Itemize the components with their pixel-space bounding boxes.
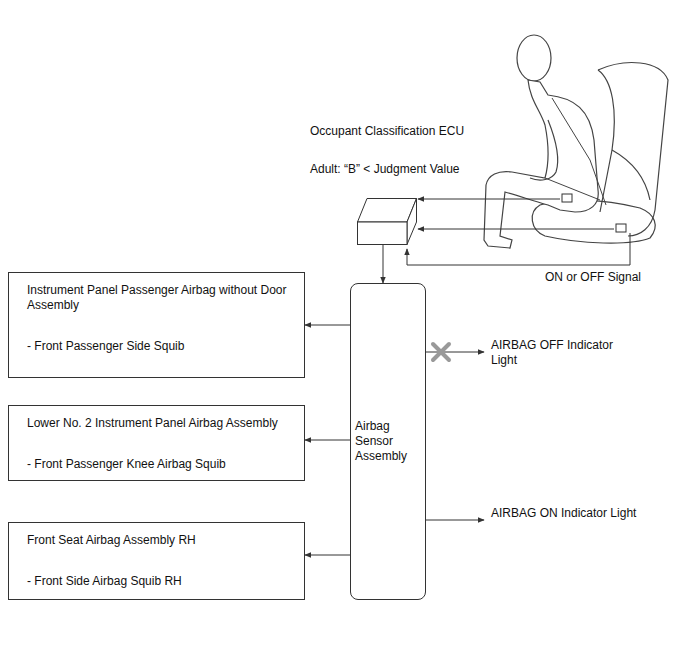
airbag-box: Lower No. 2 Instrument Panel Airbag Asse… [8,405,305,481]
node-heading: Occupant Classification ECU [310,124,464,139]
indicator-label: AIRBAG OFF Indicator Light [490,338,642,368]
indicator-wire [425,520,484,521]
node-heading: Front Seat Airbag Assembly RH [27,533,292,548]
connector-arrow [383,245,384,283]
node-detail: - Front Passenger Knee Airbag Squib [27,457,292,472]
node-heading: Instrument Panel Passenger Airbag withou… [27,283,292,313]
seat-sensor [616,224,626,232]
node-heading: Airbag Sensor Assembly [355,419,421,464]
airbag-box: Front Seat Airbag Assembly RH - Front Sid… [8,522,305,600]
indicator-wire [425,352,484,353]
signal-wire [407,233,630,265]
connector-arrow [305,325,350,326]
ecu-outline [357,198,417,245]
airbag-box: Instrument Panel Passenger Airbag withou… [8,272,305,378]
connector-arrow [305,555,350,556]
indicator-label: AIRBAG ON Indicator Light [490,506,637,521]
signal-label: ON or OFF Signal [544,270,642,285]
signal-wire [418,199,560,200]
node-detail: Adult: “B” < Judgment Value [310,162,460,177]
ecu-side-face [407,199,417,245]
ecu-box: Occupant Classification ECUAdult: “B” < … [357,198,417,245]
sensor-box: Airbag Sensor Assembly [350,283,426,600]
node-detail: - Front Passenger Side Squib [27,339,292,354]
ecu-front-face [358,222,408,245]
node-heading: Lower No. 2 Instrument Panel Airbag Asse… [27,416,292,431]
ecu-top-face [358,199,417,223]
seat-sensor [562,194,572,202]
occupant-figure [484,35,606,248]
connector-arrow [305,440,350,441]
signal-wire [418,229,614,230]
blocked-cross [433,344,449,360]
node-detail: - Front Side Airbag Squib RH [27,574,292,589]
